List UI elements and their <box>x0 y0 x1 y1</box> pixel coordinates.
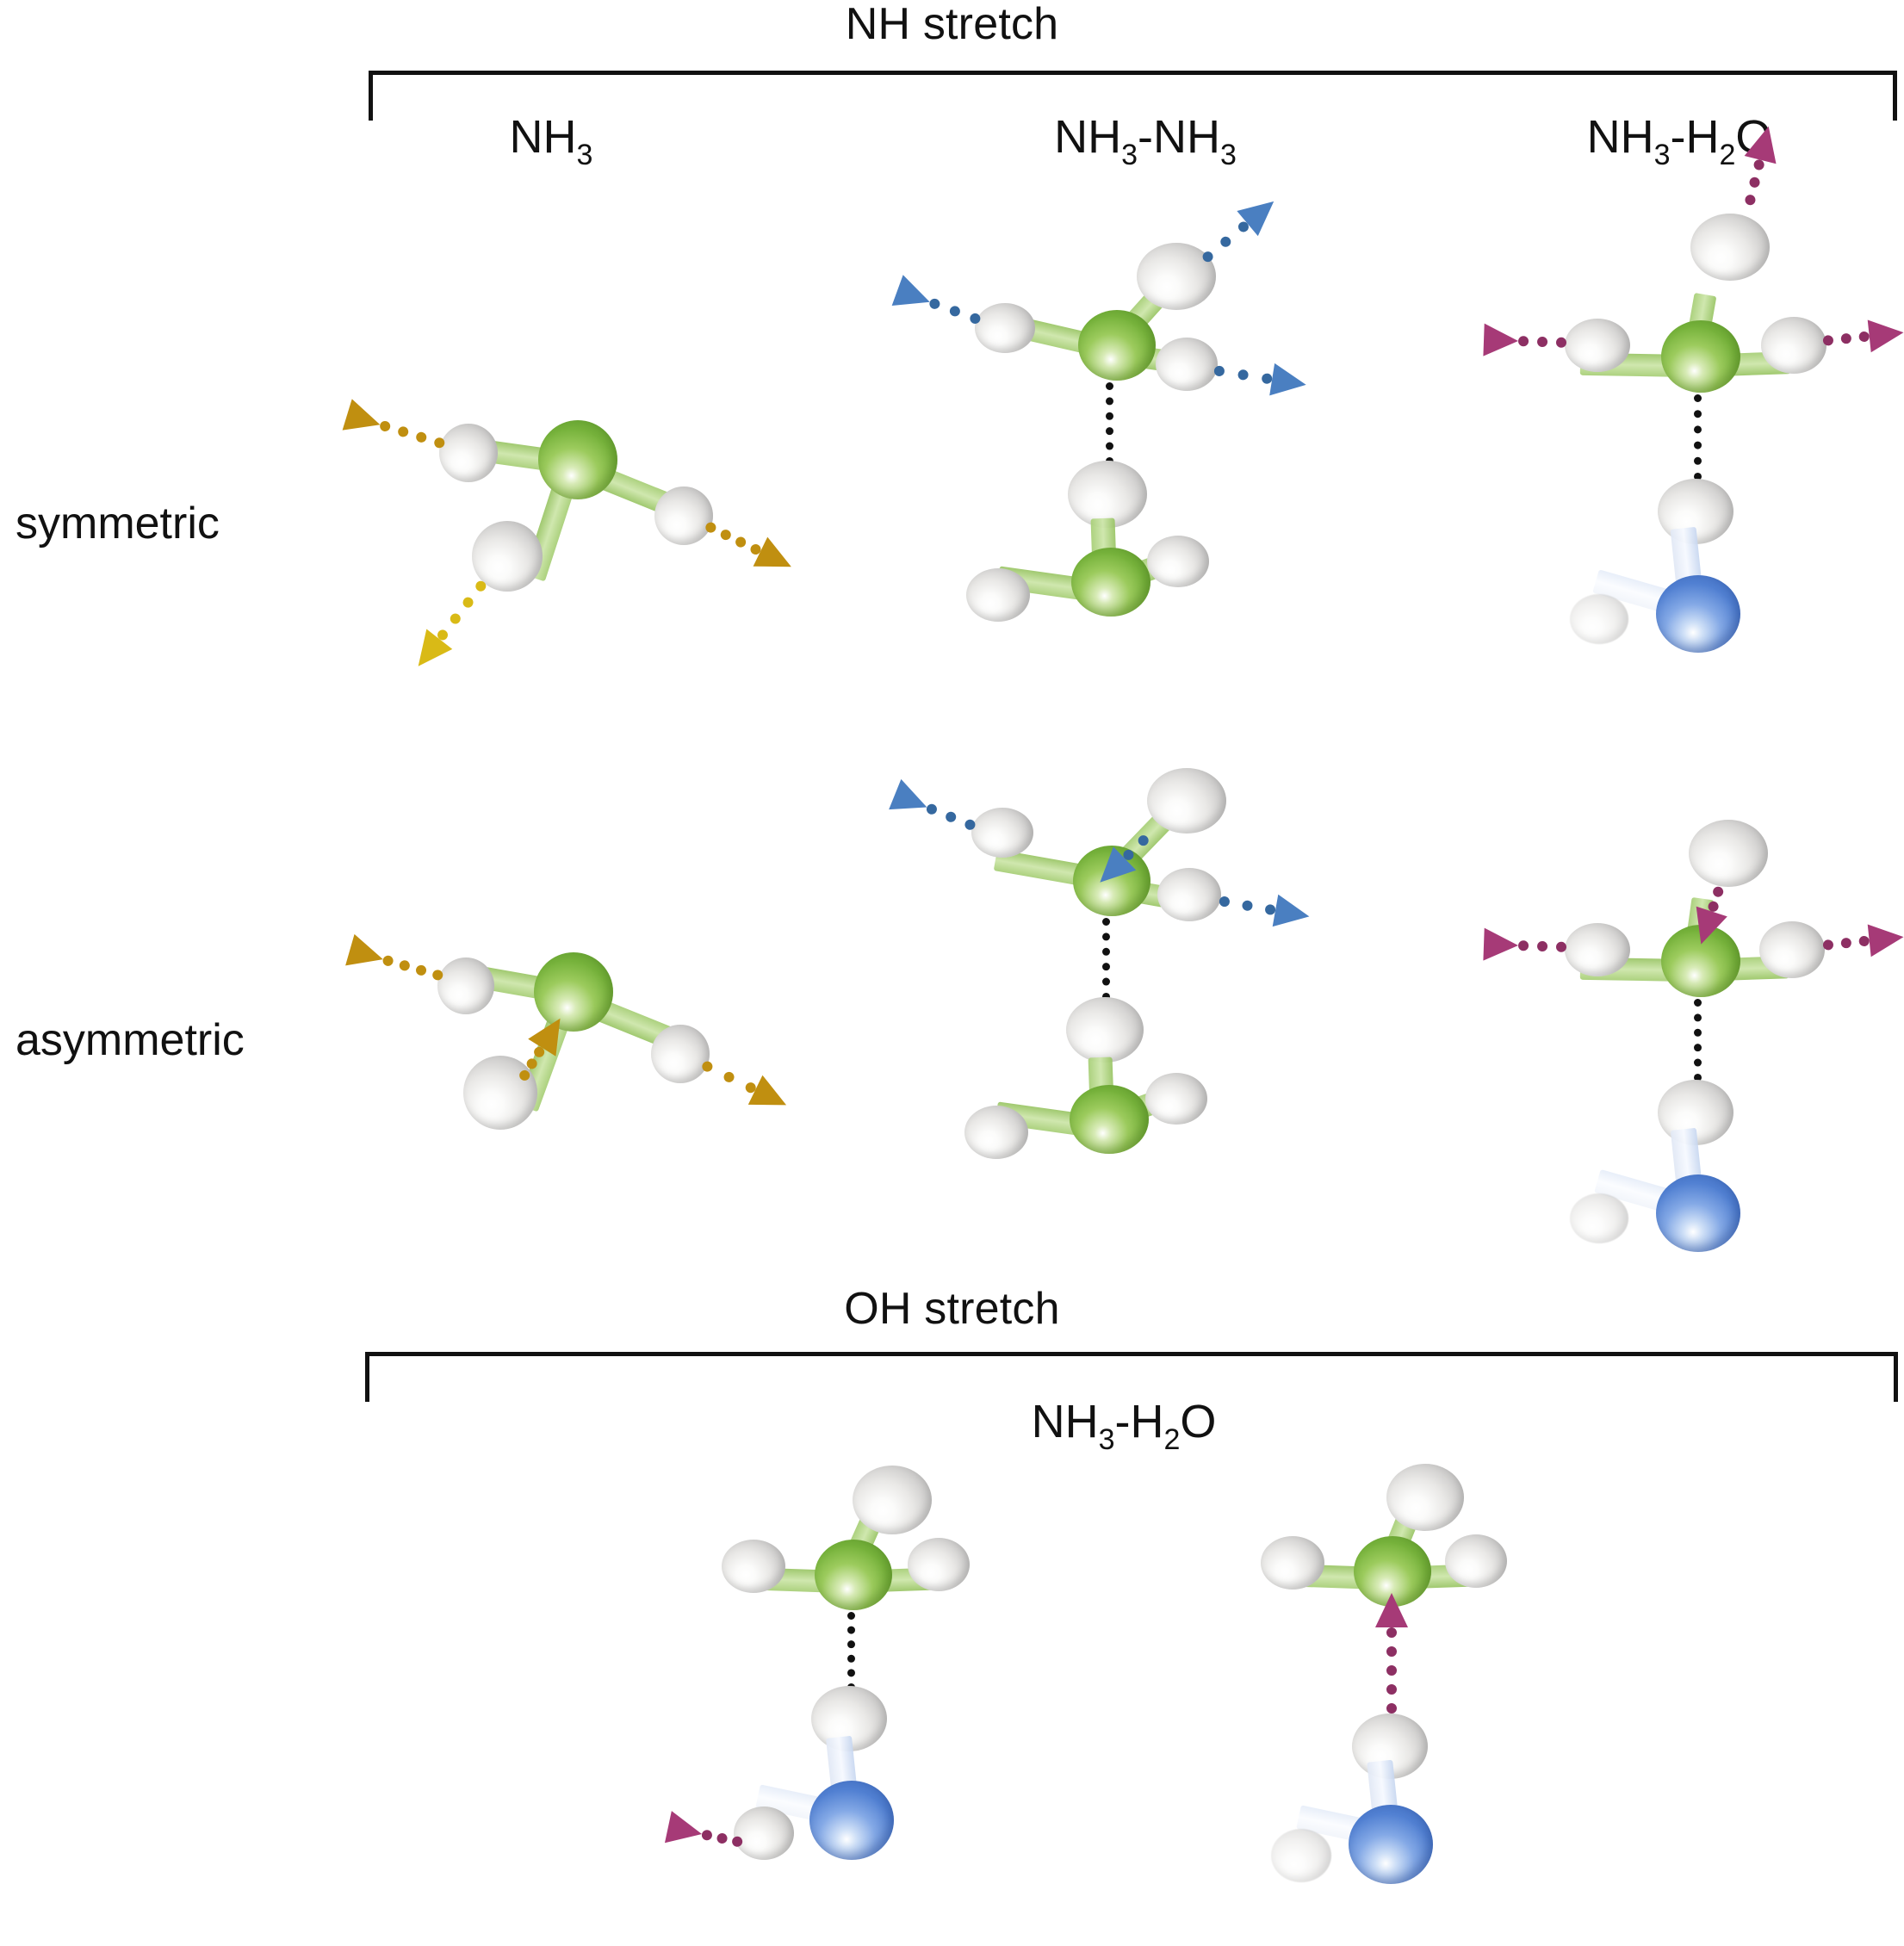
oh-stretch-title: OH stretch <box>844 1284 1060 1334</box>
col-nh3h2o-sub-b: 2 <box>1719 139 1736 171</box>
atom-nitrogen <box>1354 1536 1431 1607</box>
atom-hydrogen-right <box>651 1025 710 1083</box>
col-nh3h2o-base-c: O <box>1735 111 1772 163</box>
molecule-nh3h2o-symmetric <box>1483 122 1904 723</box>
atom-lower-hydrogen-right <box>1147 536 1209 587</box>
molecule-nh3nh3-asymmetric <box>889 758 1378 1292</box>
col-nh3h2o-base-a: NH <box>1586 111 1654 163</box>
atom-oxygen <box>1656 575 1740 653</box>
atom-upper-nitrogen <box>1078 310 1156 381</box>
atom-hydrogen-upper-left <box>437 958 494 1014</box>
column-header-nh3-nh3: NH3-NH3 <box>878 110 1412 171</box>
atom-nitrogen <box>538 420 617 499</box>
atom-lower-nitrogen <box>1071 548 1150 617</box>
column-header-nh3: NH3 <box>413 110 689 171</box>
col-nh3nh3-sub-a: 3 <box>1121 139 1138 171</box>
atom-bridging-hydrogen <box>1066 997 1144 1063</box>
col-nh3nh3-base-a: NH <box>1054 111 1122 163</box>
atom-lower-nitrogen <box>1070 1085 1149 1154</box>
atom-lower-hydrogen-left <box>964 1106 1028 1159</box>
atom-hydrogen-right <box>908 1538 970 1591</box>
atom-upper-nitrogen <box>1073 846 1150 916</box>
atom-water-hydrogen-free <box>1570 1193 1628 1243</box>
col-nh3nh3-sub-b: 3 <box>1219 139 1237 171</box>
hydrogen-bond <box>1694 394 1702 480</box>
atom-upper-hydrogen-top <box>1137 243 1216 310</box>
nh-stretch-bracket <box>369 71 1897 121</box>
atom-nitrogen <box>534 952 613 1032</box>
atom-upper-hydrogen-left <box>971 808 1033 858</box>
atom-upper-hydrogen-right <box>1156 338 1218 391</box>
atom-hydrogen-left <box>1261 1536 1324 1590</box>
col-oh-base-b: -H <box>1114 1396 1164 1447</box>
molecule-nh3-asymmetric <box>345 933 794 1214</box>
atom-lower-hydrogen-left <box>966 568 1030 622</box>
hydrogen-bond <box>1102 918 1110 1001</box>
atom-hydrogen-lower-left <box>463 1056 537 1130</box>
atom-water-hydrogen-free <box>1271 1829 1331 1882</box>
atom-hydrogen-right <box>1445 1534 1507 1588</box>
molecule-nh3-symmetric <box>342 399 799 680</box>
atom-oxygen <box>1349 1805 1433 1884</box>
atom-upper-hydrogen-right <box>1157 868 1221 921</box>
molecule-nh3h2o-asymmetric <box>1483 517 1904 1252</box>
atom-oxygen <box>809 1781 894 1860</box>
atom-hydrogen-left <box>722 1540 785 1593</box>
atom-nitrogen <box>1661 320 1740 393</box>
atom-water-hydrogen-free <box>1570 594 1628 644</box>
row-label-asymmetric: asymmetric <box>16 1015 245 1065</box>
atom-nitrogen <box>815 1540 892 1610</box>
atom-hydrogen-left <box>1565 319 1630 372</box>
column-header-oh-nh3-h2o: NH3-H2O <box>909 1395 1339 1456</box>
hydrogen-bond <box>1694 999 1702 1081</box>
atom-lower-hydrogen-right <box>1145 1073 1207 1125</box>
atom-upper-hydrogen-left <box>975 303 1035 353</box>
hydrogen-bond <box>1106 382 1113 465</box>
col-oh-sub-b: 2 <box>1163 1423 1181 1456</box>
atom-hydrogen-top <box>1386 1464 1464 1531</box>
atom-oxygen <box>1656 1174 1740 1252</box>
row-label-symmetric: symmetric <box>16 499 220 548</box>
atom-hydrogen-lower-left <box>472 521 543 592</box>
col-nh3nh3-base-b: -NH <box>1138 111 1220 163</box>
atom-hydrogen-top <box>853 1466 932 1534</box>
col-oh-base-a: NH <box>1031 1396 1099 1447</box>
atom-upper-hydrogen-top <box>1147 768 1226 834</box>
col-nh3-base: NH <box>509 111 577 163</box>
molecule-oh-bonded-stretch <box>1223 1464 1628 1946</box>
col-oh-sub-a: 3 <box>1098 1423 1115 1456</box>
atom-hydrogen-left <box>1565 923 1630 976</box>
atom-hydrogen-top <box>1689 820 1768 887</box>
molecule-nh3nh3-symmetric <box>891 189 1378 732</box>
atom-hydrogen-right <box>1759 921 1825 978</box>
atom-hydrogen-right <box>654 487 713 545</box>
atom-nitrogen <box>1661 925 1740 997</box>
atom-water-hydrogen-free <box>734 1807 794 1860</box>
atom-hydrogen-upper-left <box>439 424 498 482</box>
nh-stretch-title: NH stretch <box>845 0 1059 49</box>
col-nh3h2o-sub-a: 3 <box>1653 139 1671 171</box>
bond-o-h-bonded <box>1367 1759 1398 1811</box>
col-nh3-sub: 3 <box>576 139 593 171</box>
molecule-oh-free-stretch <box>664 1464 1085 1946</box>
atom-hydrogen-right <box>1761 317 1826 374</box>
oh-stretch-bracket <box>365 1352 1898 1402</box>
col-oh-base-c: O <box>1180 1396 1217 1447</box>
hydrogen-bond <box>847 1612 855 1691</box>
col-nh3h2o-base-b: -H <box>1670 111 1720 163</box>
column-header-nh3-h2o: NH3-H2O <box>1464 110 1895 171</box>
atom-bridging-hydrogen <box>1068 461 1147 528</box>
atom-hydrogen-top <box>1690 214 1770 281</box>
